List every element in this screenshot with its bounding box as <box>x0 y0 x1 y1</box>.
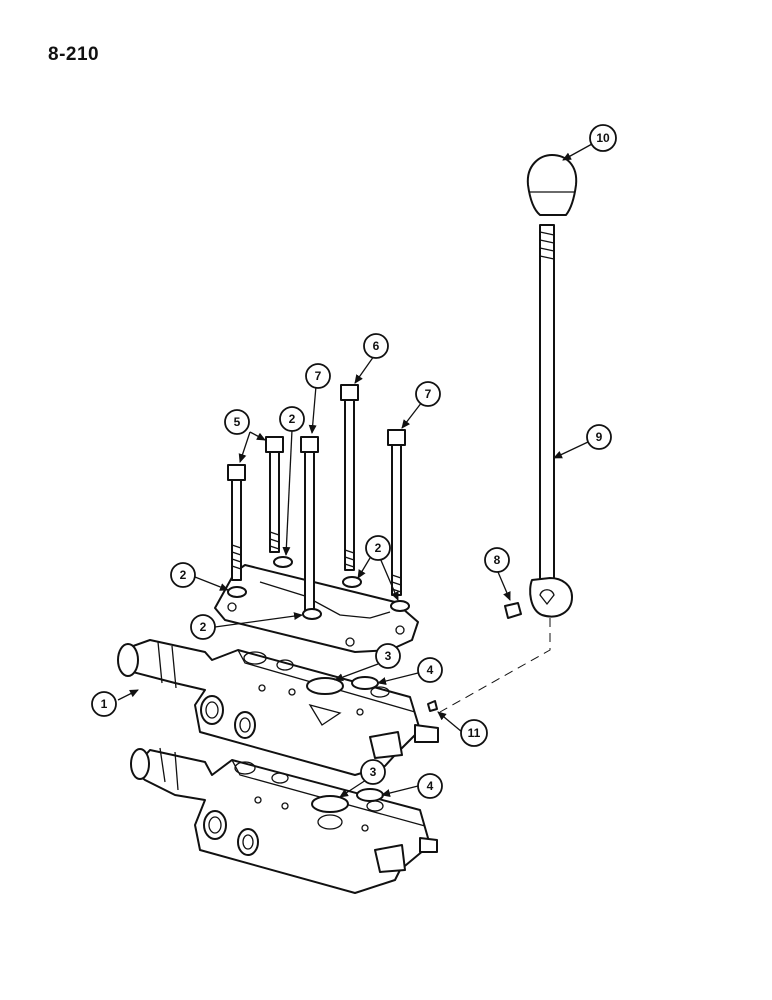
set-screw-8 <box>504 602 522 619</box>
callout-3-upper: 3 <box>375 643 401 669</box>
washer-2e <box>390 600 410 612</box>
valve-section-upper <box>117 639 439 776</box>
o-ring-4-lower <box>356 788 384 802</box>
callout-4-upper: 4 <box>417 657 443 683</box>
svg-text:4: 4 <box>427 663 434 677</box>
svg-text:6: 6 <box>373 339 380 353</box>
callout-5: 5 <box>224 409 250 435</box>
svg-text:10: 10 <box>596 131 610 145</box>
callout-1: 1 <box>91 691 117 717</box>
callout-8: 8 <box>484 547 510 573</box>
bolt-7-right <box>387 429 406 596</box>
callout-10: 10 <box>589 124 617 152</box>
cover-plate <box>214 564 419 653</box>
svg-text:7: 7 <box>425 387 432 401</box>
svg-text:2: 2 <box>289 412 296 426</box>
callout-4-lower: 4 <box>417 773 443 799</box>
o-ring-3-lower <box>311 795 349 813</box>
callout-3-lower: 3 <box>360 759 386 785</box>
callout-2c: 2 <box>190 614 216 640</box>
callout-2b: 2 <box>279 406 305 432</box>
svg-text:5: 5 <box>234 415 241 429</box>
valve-section-lower <box>130 747 438 894</box>
svg-text:2: 2 <box>375 541 382 555</box>
svg-text:1: 1 <box>101 697 108 711</box>
callout-2d: 2 <box>365 535 391 561</box>
bolt-5-left <box>227 464 246 581</box>
svg-text:2: 2 <box>180 568 187 582</box>
svg-text:11: 11 <box>468 726 481 740</box>
washer-2a <box>227 586 247 598</box>
washer-2c <box>302 608 322 620</box>
svg-text:3: 3 <box>370 765 377 779</box>
bolt-6 <box>340 384 359 571</box>
svg-text:3: 3 <box>385 649 392 663</box>
svg-text:9: 9 <box>596 430 603 444</box>
leader-lines <box>117 143 593 798</box>
callout-2a: 2 <box>170 562 196 588</box>
svg-text:7: 7 <box>315 369 322 383</box>
knob-10 <box>526 154 578 216</box>
o-ring-3-upper <box>306 677 344 695</box>
page-number: 8-210 <box>48 44 100 65</box>
washer-2d <box>342 576 362 588</box>
o-ring-4-upper <box>351 676 379 690</box>
callout-7-left: 7 <box>305 363 331 389</box>
pin-11 <box>427 700 438 712</box>
callout-6: 6 <box>363 333 389 359</box>
lever-rod-9 <box>529 224 573 618</box>
washer-2b <box>273 556 293 568</box>
svg-text:2: 2 <box>200 620 207 634</box>
callout-9: 9 <box>586 424 612 450</box>
bolt-5-right <box>265 436 284 553</box>
svg-text:4: 4 <box>427 779 434 793</box>
assembly-line <box>439 618 551 713</box>
callout-7-right: 7 <box>415 381 441 407</box>
svg-text:8: 8 <box>494 553 501 567</box>
callout-11: 11 <box>460 719 488 747</box>
